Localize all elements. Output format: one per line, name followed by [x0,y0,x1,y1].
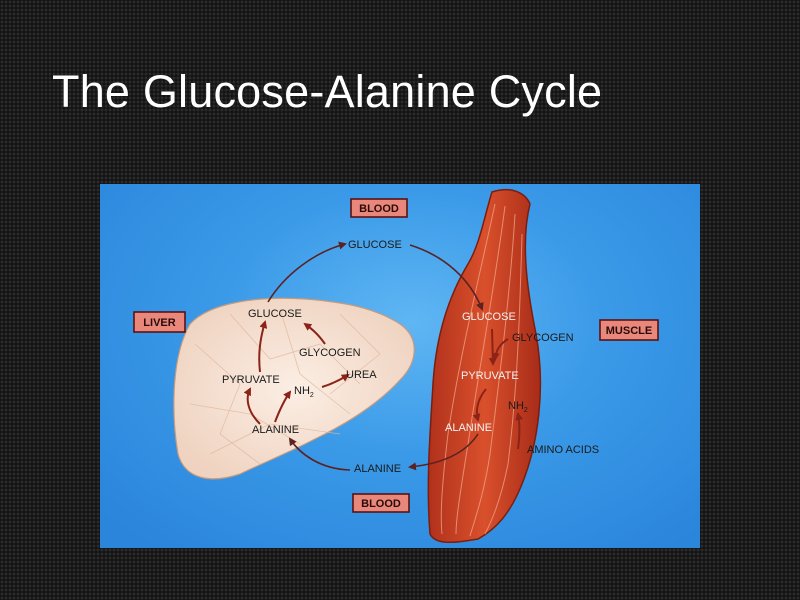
muscle-alanine-label: ALANINE [445,422,492,434]
liver-shape [173,297,415,480]
muscle-nh2-label: NH2 [508,400,528,414]
muscle-amino-acids-label: AMINO ACIDS [527,444,599,456]
muscle-shape [427,188,542,544]
diagram-svg: BLOOD LIVER MUSCLE BLOOD GLUCOSE ALANINE… [133,188,659,544]
muscle-label: MUSCLE [606,325,652,337]
muscle-glucose-to-pyruvate-arrow [488,328,497,366]
muscle-pyruvate-label: PYRUVATE [461,370,519,382]
liver-pyruvate-label: PYRUVATE [222,374,280,386]
muscle-glycogen-label: GLYCOGEN [512,332,574,344]
blood-top-box: BLOOD [350,198,408,218]
liver-alanine-to-nh2-arrow [274,390,292,423]
muscle-box: MUSCLE [599,319,659,341]
liver-glycogen-to-glucose-arrow [303,322,326,345]
muscle-glycogen-to-pyruvate-arrow [491,338,509,361]
muscle-alanine-to-blood-arrow [408,433,479,471]
blood-bottom-box: BLOOD [352,493,410,513]
liver-label: LIVER [143,317,175,329]
muscle-pyruvate-to-alanine-arrow [472,388,487,422]
liver-glucose-label: GLUCOSE [248,308,302,320]
slide-title: The Glucose-Alanine Cycle [52,66,603,117]
liver-pyruvate-to-glucose-arrow [258,320,268,373]
blood-bottom-label: BLOOD [361,498,401,510]
blood-glucose-to-muscle-arrow [409,244,484,311]
liver-box: LIVER [133,311,186,333]
blood-alanine-to-liver-arrow [288,437,351,471]
liver-nh2-label: NH2 [294,385,314,399]
blood-top-label: BLOOD [359,203,399,215]
liver-glycogen-label: GLYCOGEN [299,347,361,359]
liver-nh2-to-urea-arrow [321,373,350,388]
blood-glucose-label: GLUCOSE [348,239,402,251]
muscle-aminoacids-to-nh2-arrow [515,412,524,450]
liver-alanine-to-pyruvate-arrow [243,387,261,425]
liver-urea-label: UREA [346,369,377,381]
liver-alanine-label: ALANINE [252,424,299,436]
blood-alanine-label: ALANINE [354,463,401,475]
liver-glucose-to-blood-arrow [267,241,347,303]
muscle-fibers [440,203,523,537]
muscle-glucose-label: GLUCOSE [462,311,516,323]
glucose-alanine-diagram: BLOOD LIVER MUSCLE BLOOD GLUCOSE ALANINE… [100,184,700,548]
